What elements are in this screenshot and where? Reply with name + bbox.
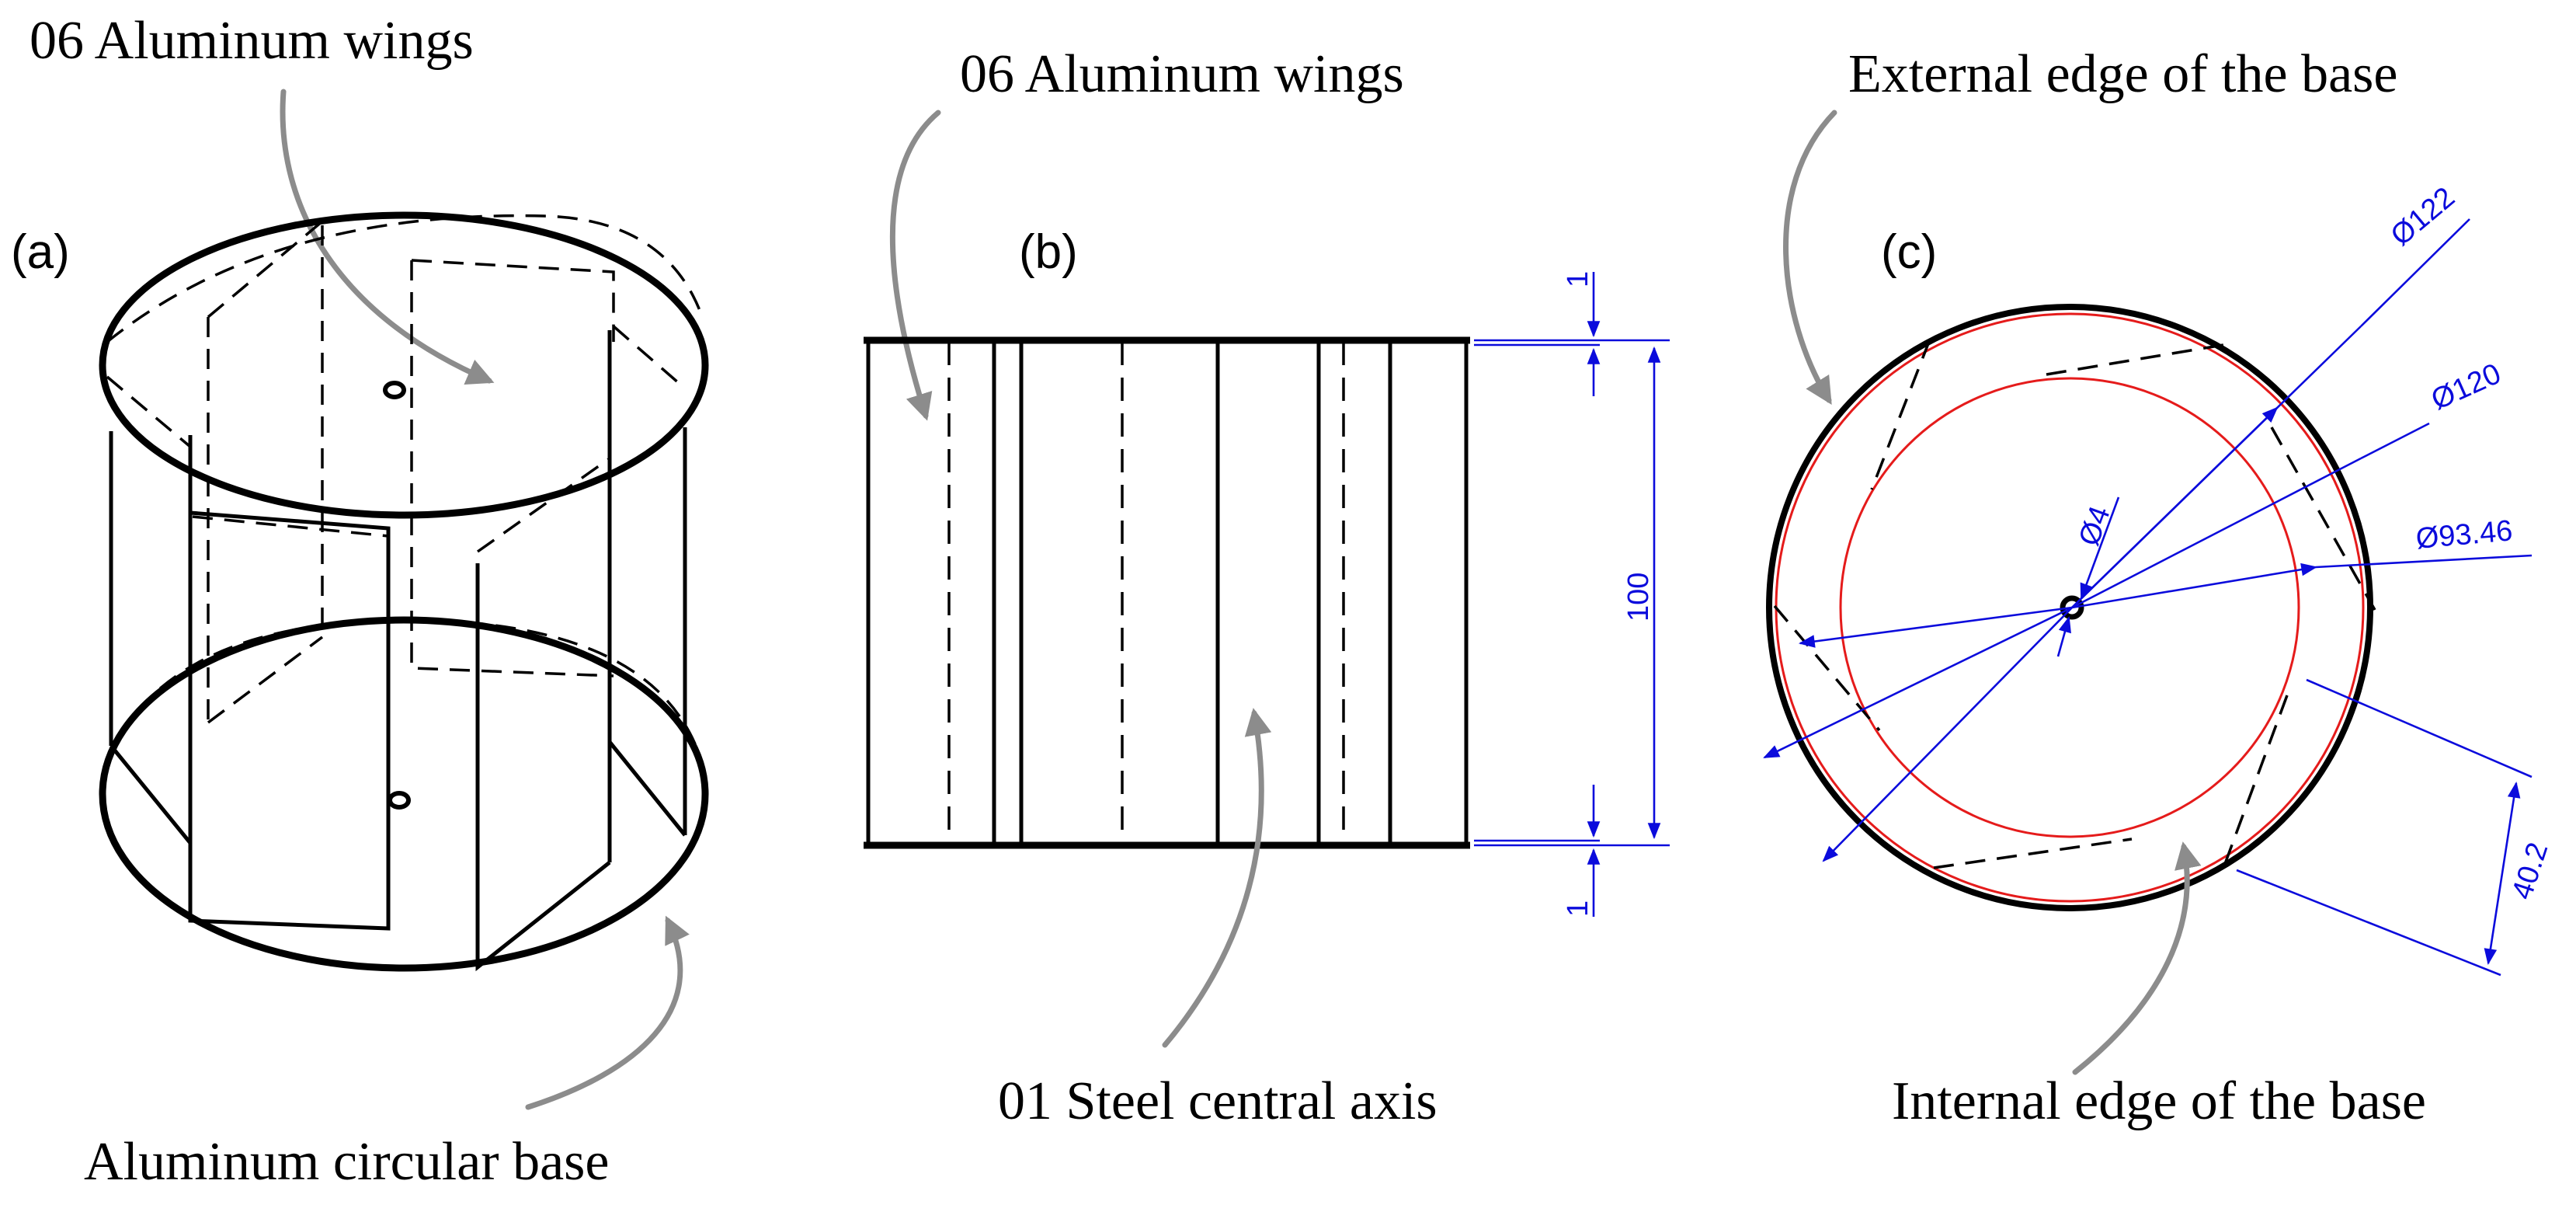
panel-a-wings-label: 06 Aluminum wings — [30, 11, 474, 71]
panel-a-hidden-diag-left — [106, 375, 192, 448]
panel-b-wing-lines — [866, 340, 1469, 845]
panel-b-tag: (b) — [1019, 225, 1078, 279]
panel-a-base-label: Aluminum circular base — [84, 1132, 609, 1192]
panel-b-dimensions: 100 1 1 — [1474, 271, 1670, 917]
panel-c-dimensions: Ø122 Ø120 Ø93.46 Ø4 40.2 — [1763, 181, 2555, 977]
panel-a-wing-left-lower — [110, 744, 192, 845]
panel-b-side-view: (b) 06 Aluminum wings — [864, 44, 1670, 1131]
panel-c-axis-dim: Ø4 — [2073, 502, 2117, 550]
panel-b-top-thickness-dim: 1 — [1562, 271, 1594, 287]
panel-c-external-edge — [1766, 304, 2373, 911]
panel-a-wing-right-lower — [608, 740, 687, 837]
panel-a-hidden-wing-top — [411, 259, 615, 342]
panel-a-bottom-axis-hole — [388, 791, 411, 810]
panel-a-top-axis-hole — [383, 381, 406, 399]
panel-a-bottom-base-dashed-edge — [103, 618, 704, 766]
panel-a-wing-front — [188, 510, 391, 931]
panel-c-wing-circle — [1839, 377, 2300, 838]
panel-b-height-dim: 100 — [1622, 573, 1655, 622]
panel-a-wings-leader — [280, 89, 495, 385]
panel-a-wing-right-front — [475, 563, 611, 972]
panel-a-base-leader — [525, 915, 690, 1110]
panel-c-external-label: External edge of the base — [1848, 44, 2397, 104]
panel-b-axis-leader — [1162, 708, 1272, 1048]
panel-c-top-view: (c) External edge of the base — [1763, 44, 2555, 1131]
panel-a-hidden-diag-bottom — [207, 636, 324, 724]
panel-b-wings-label: 06 Aluminum wings — [960, 44, 1404, 104]
panel-c-internal-label: Internal edge of the base — [1892, 1071, 2426, 1131]
panel-c-wing-circle-dim: Ø93.46 — [2414, 514, 2514, 555]
panel-a-top-base — [99, 211, 709, 519]
panel-b-bottom-thickness-dim: 1 — [1562, 900, 1594, 917]
panel-a-isometric-view: (a) 06 Aluminum wings — [11, 11, 709, 1192]
panel-a-hidden-wing-edge — [192, 515, 389, 538]
panel-a-hidden-diag-right — [476, 457, 611, 553]
panel-a-top-base-dashed-edge — [106, 214, 704, 343]
panel-c-internal-leader — [2072, 841, 2202, 1075]
panel-a-hidden-diag-top — [207, 220, 324, 319]
panel-b-wings-leader — [889, 110, 941, 421]
panel-a-hidden-diag-far-right — [612, 325, 687, 390]
panel-a-tag: (a) — [11, 225, 70, 279]
panel-c-central-axis — [2060, 595, 2084, 620]
panel-c-tag: (c) — [1881, 225, 1937, 279]
panel-c-outer-diameter-dim: Ø122 — [2385, 181, 2461, 252]
panel-c-inner-diameter-dim: Ø120 — [2427, 357, 2506, 416]
panel-a-hidden-wings — [106, 220, 687, 724]
panel-a-hidden-wing-back — [410, 260, 614, 677]
panel-a-wings — [110, 330, 687, 972]
panel-b-hidden-wing-lines — [947, 342, 1345, 844]
panel-c-external-leader — [1783, 110, 1837, 405]
panel-b-axis-label: 01 Steel central axis — [998, 1071, 1437, 1131]
panel-c-wing-dim: 40.2 — [2506, 838, 2555, 903]
